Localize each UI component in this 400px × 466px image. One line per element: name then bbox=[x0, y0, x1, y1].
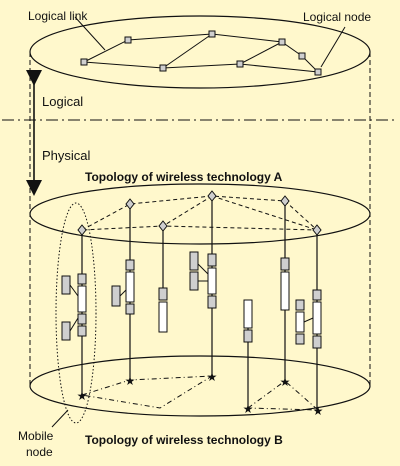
topology-b-title: Topology of wireless technology B bbox=[85, 433, 283, 447]
logical-link-leader bbox=[74, 16, 106, 51]
logical-node bbox=[278, 38, 286, 46]
topology-a-title: Topology of wireless technology A bbox=[85, 170, 283, 184]
mobile-node-outline bbox=[55, 202, 97, 424]
star-node-icon: ★ bbox=[125, 374, 136, 388]
star-node-icon: ★ bbox=[243, 402, 254, 416]
logical-link bbox=[162, 33, 213, 69]
star-node-icon: ★ bbox=[313, 404, 324, 418]
diamond-node-icon bbox=[158, 220, 168, 232]
logical-node bbox=[298, 52, 306, 60]
tech-a-layer-ellipse bbox=[29, 183, 371, 245]
logical-layer-ellipse bbox=[29, 15, 371, 89]
mobile-node-leader bbox=[51, 409, 69, 428]
mobile-node-label-line1: Mobile bbox=[18, 429, 54, 443]
diamond-node-icon bbox=[207, 190, 217, 202]
logical-node bbox=[314, 68, 322, 76]
tech-b-nodes: ★ ★ ★ ★ ★ ★ bbox=[77, 370, 324, 418]
diamond-node-icon bbox=[125, 198, 135, 210]
diamond-node-icon bbox=[312, 224, 322, 236]
diamond-node-icon bbox=[280, 195, 290, 207]
logical-node bbox=[80, 58, 88, 66]
star-node-icon: ★ bbox=[207, 370, 218, 384]
logical-link-label: Logical link bbox=[28, 9, 88, 23]
protocol-stacks bbox=[61, 251, 322, 349]
logical-label: Logical bbox=[42, 94, 83, 109]
mobile-node-label-line2: node bbox=[26, 445, 53, 459]
tech-a-nodes bbox=[77, 190, 322, 236]
logical-node-label: Logical node bbox=[303, 10, 371, 24]
logical-node bbox=[236, 60, 244, 68]
star-node-icon: ★ bbox=[77, 389, 88, 403]
diamond-node-icon bbox=[77, 224, 87, 236]
logical-link bbox=[239, 41, 283, 65]
physical-label: Physical bbox=[42, 148, 91, 163]
logical-node bbox=[159, 64, 167, 72]
star-node-icon: ★ bbox=[280, 375, 291, 389]
tech-b-layer-ellipse bbox=[29, 355, 371, 417]
logical-node-group bbox=[80, 30, 322, 76]
logical-node-leader bbox=[320, 26, 346, 68]
logical-node bbox=[124, 36, 132, 44]
logical-node bbox=[208, 30, 216, 38]
